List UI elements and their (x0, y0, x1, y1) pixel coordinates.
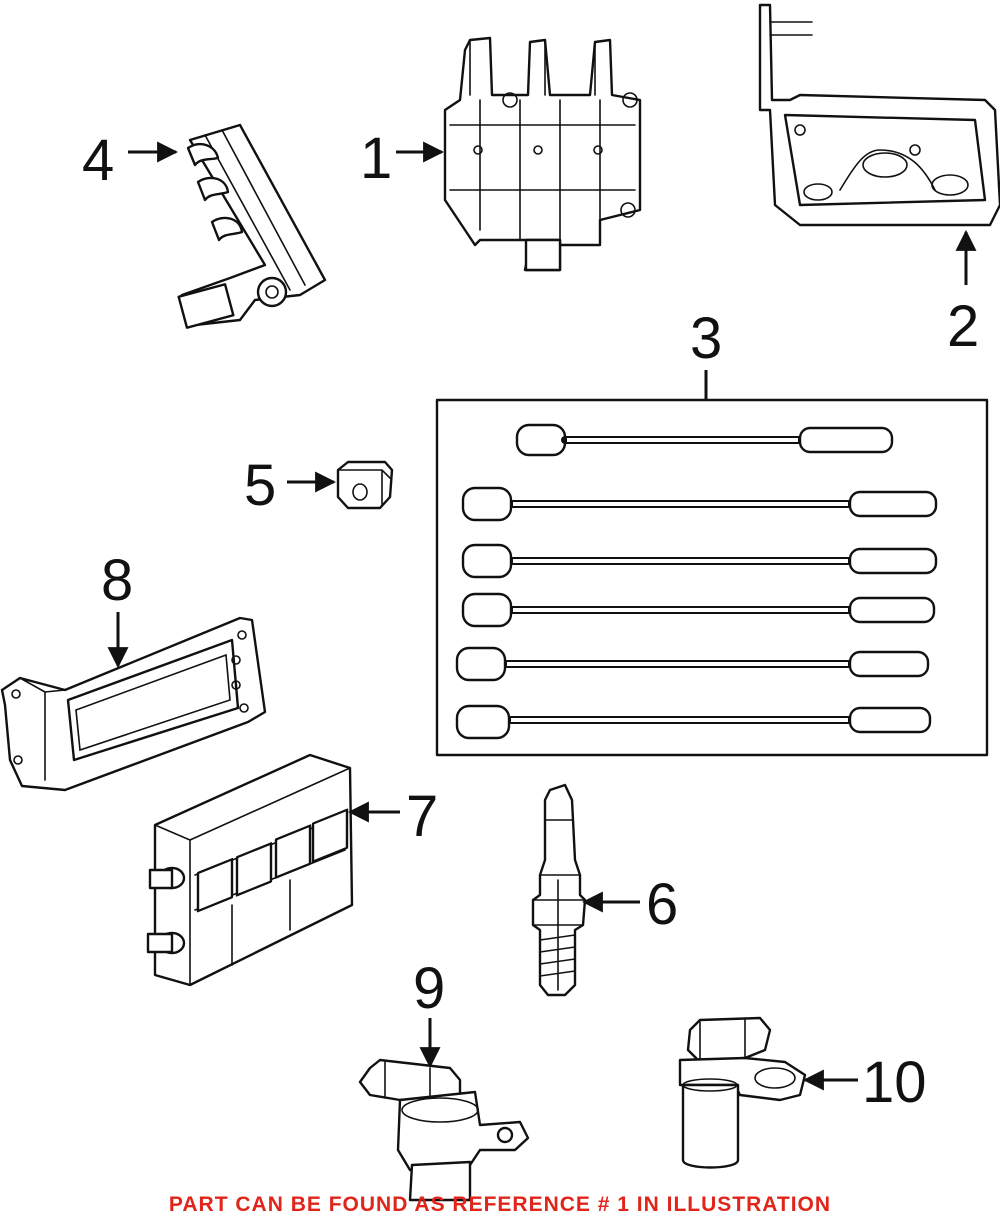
module-bracket (0, 616, 267, 792)
callout-8: 8 (101, 548, 133, 669)
callout-label-9: 9 (413, 956, 445, 1021)
camshaft-position-sensor (358, 1058, 530, 1202)
spark-plug-wire-set (435, 398, 989, 757)
callout-7: 7 (347, 784, 438, 849)
spark-plug (531, 783, 587, 997)
callout-10: 10 (802, 1050, 927, 1115)
callout-6: 6 (581, 872, 678, 937)
plug-wire-4 (461, 592, 936, 628)
wire-clip (336, 460, 394, 510)
callout-label-4: 4 (82, 128, 114, 193)
coil-bracket (758, 3, 1000, 227)
crankshaft-position-sensor (678, 1016, 807, 1169)
engine-control-module (146, 753, 354, 987)
callout-label-5: 5 (244, 453, 276, 518)
callout-2: 2 (947, 229, 979, 359)
plug-wire-1 (515, 423, 894, 457)
callout-5: 5 (244, 453, 337, 518)
callout-3: 3 (690, 306, 722, 400)
plug-wire-5 (455, 646, 930, 682)
wire-separator (177, 123, 327, 329)
callout-label-6: 6 (646, 872, 678, 937)
callout-label-2: 2 (947, 294, 979, 359)
callout-label-8: 8 (101, 548, 133, 613)
wire-set-frame (435, 398, 989, 757)
callout-label-7: 7 (406, 784, 438, 849)
callout-1: 1 (360, 126, 445, 191)
plug-wire-3 (461, 543, 938, 579)
plug-wire-6 (455, 704, 932, 740)
plug-wire-2 (461, 486, 938, 522)
callout-4: 4 (82, 128, 179, 193)
ignition-coil-pack (443, 36, 642, 272)
callout-label-10: 10 (862, 1050, 927, 1115)
callout-9: 9 (413, 956, 445, 1069)
callout-label-3: 3 (690, 306, 722, 371)
reference-notice: PART CAN BE FOUND AS REFERENCE # 1 IN IL… (168, 1193, 832, 1216)
callout-label-1: 1 (360, 126, 392, 191)
